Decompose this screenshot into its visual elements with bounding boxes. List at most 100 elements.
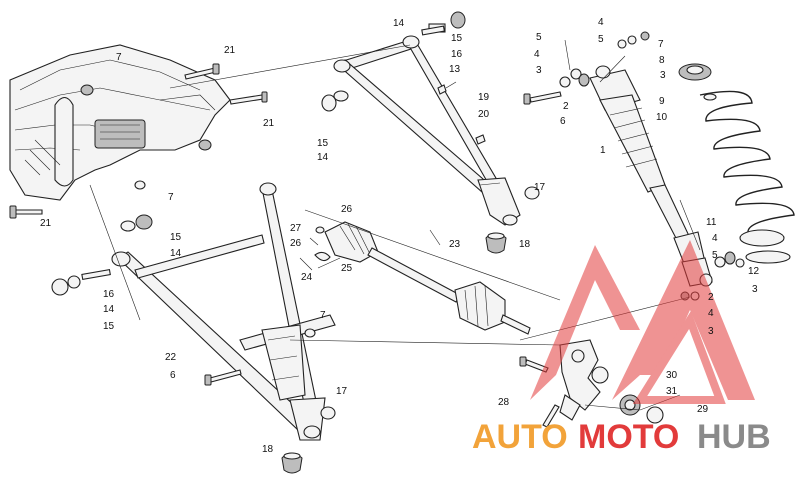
callout-label: 26 (341, 204, 353, 215)
callout-label: 3 (752, 284, 758, 295)
callout-label: 30 (666, 370, 678, 381)
lower-a-arm (111, 182, 336, 441)
callout-label: 4 (712, 233, 718, 244)
callout-label: 18 (519, 239, 531, 250)
lower-arm-pin-16 (81, 268, 111, 281)
wheel-bearing-30 (619, 394, 641, 416)
shock-washer-upper-3 (559, 76, 571, 88)
upper-arm-bushing-left-14 (333, 90, 349, 102)
shock-washer-upper-4 (570, 68, 582, 80)
callout-label: 15 (317, 138, 329, 149)
spring-collar-lower (739, 229, 785, 247)
watermark-text: AUTO MOTO HUB (472, 418, 771, 456)
callout-label: 16 (451, 49, 463, 60)
coil-spring (699, 90, 795, 234)
grease-fitting-20 (475, 134, 486, 145)
watermark-moto: MOTO (578, 418, 679, 456)
grease-fitting-19 (437, 81, 457, 95)
callout-label: 14 (393, 18, 405, 29)
shock-washer-lower-3 (735, 258, 745, 268)
callout-label: 4 (598, 17, 604, 28)
callout-label: 14 (317, 152, 329, 163)
spring-retainer-top (678, 63, 712, 81)
lower-arm-bushing-14 (67, 275, 81, 289)
callout-label: 28 (498, 397, 510, 408)
lower-arm-bushing-7 (304, 328, 316, 338)
callout-label: 10 (656, 112, 668, 123)
callout-label: 7 (658, 39, 664, 50)
callout-label: 20 (478, 109, 490, 120)
callout-label: 2 (708, 292, 714, 303)
callout-label: 14 (103, 304, 115, 315)
callout-label: 4 (708, 308, 714, 319)
callout-label: 14 (170, 248, 182, 259)
watermark-triangle-inner (632, 311, 726, 404)
snap-ring-upper (524, 186, 540, 200)
knuckle-bolt-28 (519, 356, 549, 373)
frame-bushing-right (198, 139, 212, 151)
callout-label: 16 (103, 289, 115, 300)
watermark-triangle-right (612, 240, 755, 400)
spring-collar-9 (703, 93, 717, 101)
shock-bushing-lower-5 (724, 251, 736, 265)
callout-label: 19 (478, 92, 490, 103)
callout-label: 5 (536, 32, 542, 43)
shock-bushing-upper-5 (578, 73, 590, 87)
callout-labels: 1 2 2 3 3 3 3 4 4 4 4 5 5 5 6 6 7 7 7 7 … (40, 17, 760, 455)
shock-washer-top-5 (627, 35, 637, 45)
callout-label: 6 (170, 370, 176, 381)
shock-nut-top-7 (640, 31, 650, 41)
lower-arm-bushing-right-15 (135, 214, 153, 230)
upper-arm-pin-16 (421, 25, 445, 36)
bolt-21-right (229, 91, 268, 105)
knuckle (559, 339, 609, 421)
shock-washer-top-4 (617, 39, 627, 49)
callout-label: 24 (301, 272, 313, 283)
callout-label: 1 (600, 145, 606, 156)
watermark-auto: AUTO (472, 418, 568, 456)
drive-axle (315, 221, 531, 335)
callout-label: 18 (262, 444, 274, 455)
callout-label: 15 (170, 232, 182, 243)
callout-label: 8 (659, 55, 665, 66)
frame-bushing-lower (134, 180, 146, 190)
upper-a-arm (333, 35, 521, 226)
spring-ring-12 (745, 250, 791, 264)
bolt-21-top (184, 63, 220, 80)
knuckle-bolt-lower-28 (542, 404, 560, 428)
bolt-6-lower (204, 369, 242, 386)
watermark-logo (530, 240, 755, 404)
shock-washer-lower-4 (714, 256, 726, 268)
callout-label: 6 (560, 116, 566, 127)
callout-label: 15 (451, 33, 463, 44)
callout-label: 21 (263, 118, 275, 129)
callout-label: 3 (660, 70, 666, 81)
callout-label: 7 (320, 310, 326, 321)
callout-label: 12 (748, 266, 760, 277)
watermark-triangle-left (530, 245, 640, 400)
upper-arm-bushing-15 (450, 11, 466, 29)
callout-label: 13 (449, 64, 461, 75)
bolt-21-left (9, 205, 43, 219)
callout-label: 29 (697, 404, 709, 415)
callout-label: 17 (534, 182, 546, 193)
lower-arm-bushing-15 (51, 278, 69, 296)
callout-label: 7 (116, 52, 122, 63)
callout-label: 27 (290, 223, 302, 234)
callout-label: 31 (666, 386, 678, 397)
lower-arm-bushing-right-14 (120, 220, 136, 232)
callout-label: 5 (712, 250, 718, 261)
callout-label: 5 (598, 34, 604, 45)
callout-label: 22 (165, 352, 177, 363)
callout-label: 23 (449, 239, 461, 250)
callout-label: 2 (563, 101, 569, 112)
frame-section (9, 44, 231, 201)
callout-label: 15 (103, 321, 115, 332)
callout-label: 21 (40, 218, 52, 229)
boot-kit-bracket (299, 237, 341, 271)
ball-joint-upper (485, 232, 507, 254)
retaining-ring-31 (646, 406, 664, 424)
snap-ring-lower (320, 406, 336, 420)
callout-label: 4 (534, 49, 540, 60)
